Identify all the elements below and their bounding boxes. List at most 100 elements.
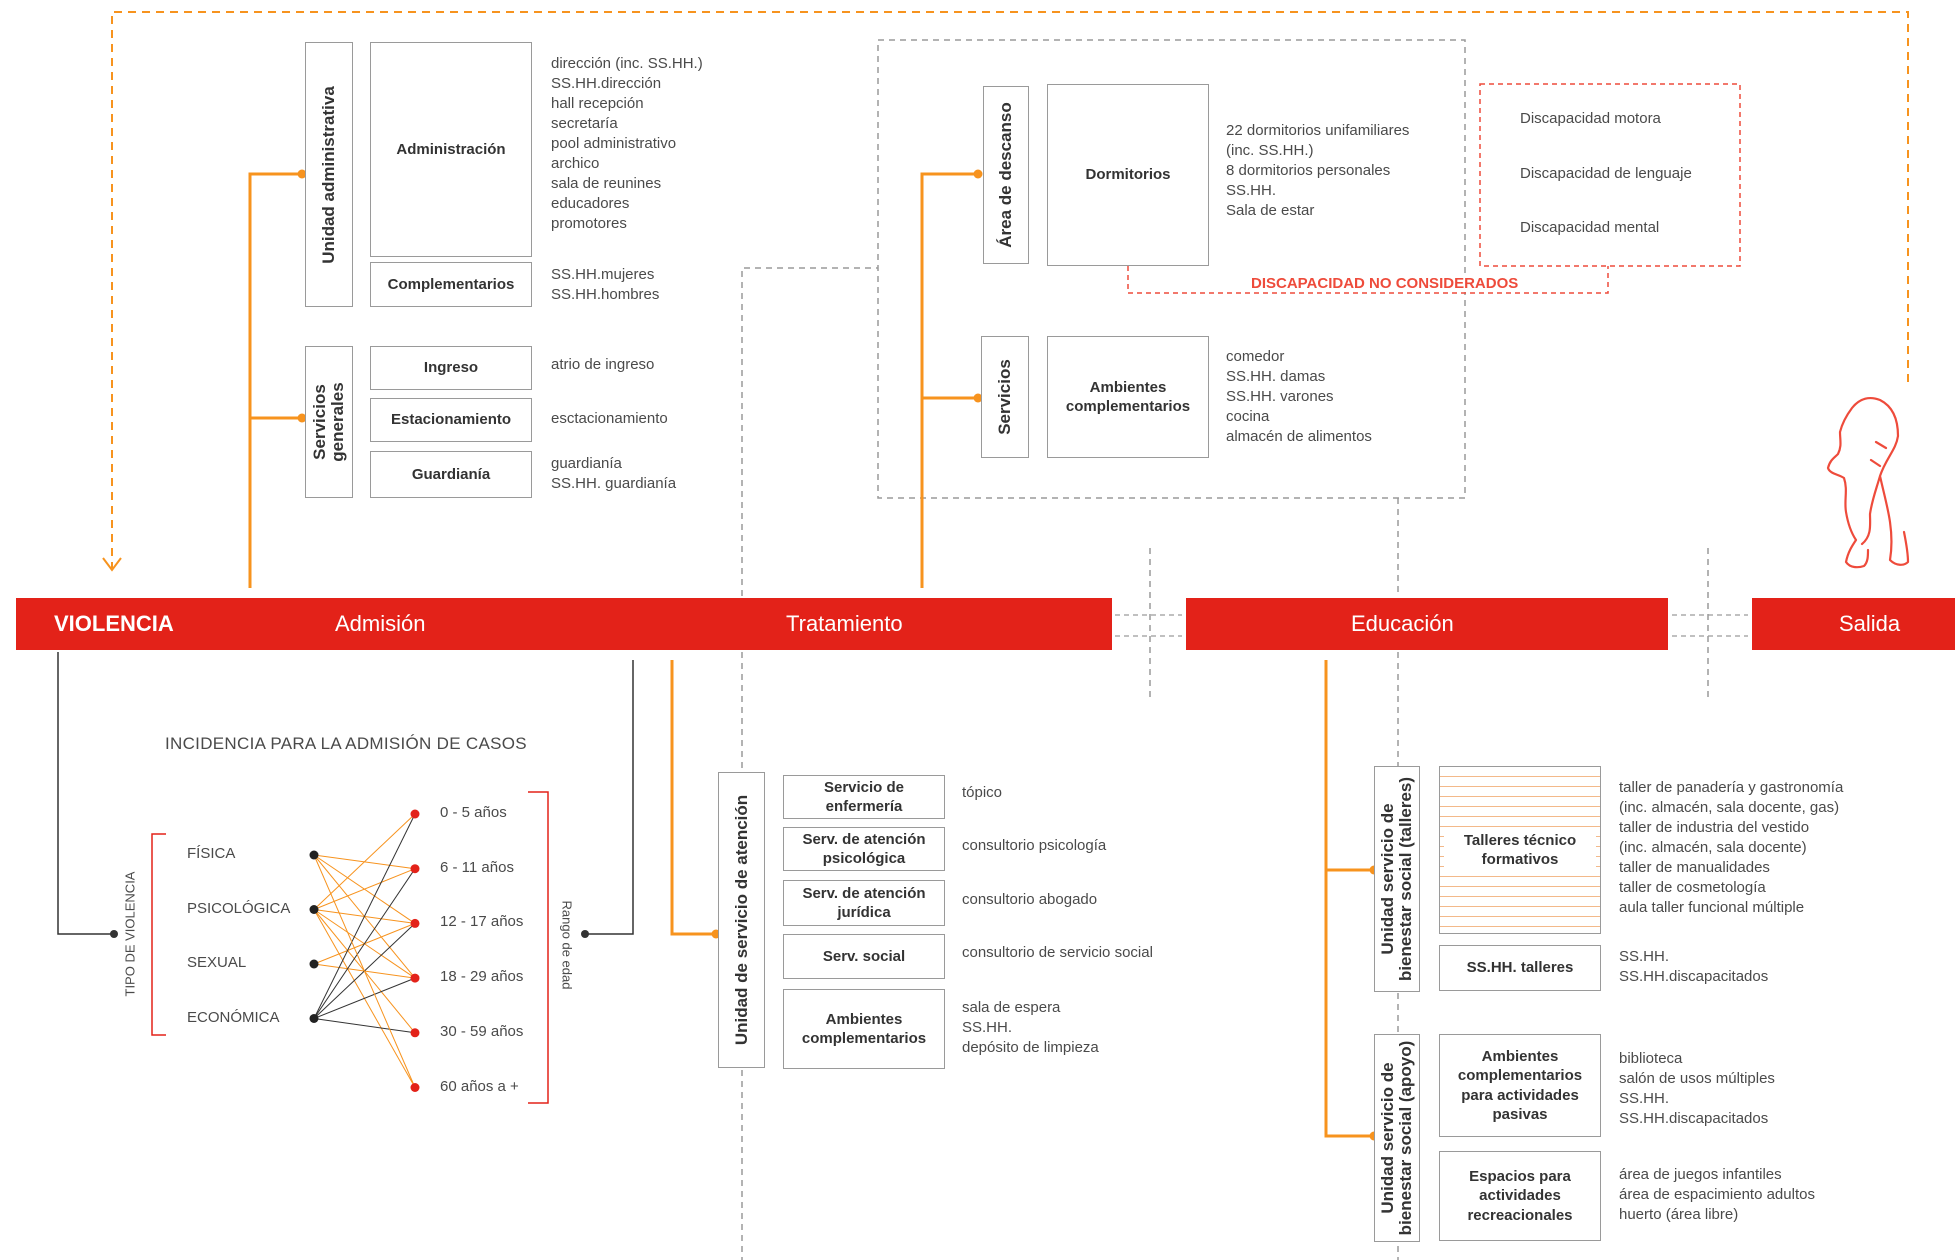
tipo-bracket [151,833,166,1036]
list-item: atrio de ingreso [551,356,655,373]
area-descanso-box: Área de descanso [983,86,1029,264]
list-item: (inc. almacén, sala docente) [1619,839,1807,856]
list-item: SS.HH. [1226,182,1277,199]
orange-tree-admin [248,172,302,588]
list-item: pool administrativo [551,135,677,152]
atencion-ambientes-list: sala de espera SS.HH. depósito de limpie… [962,998,1099,1058]
list-item: taller de cosmetología [1619,879,1766,896]
pasivas-box: Ambientes complementarios para actividad… [1439,1034,1601,1137]
dormitorios-list: 22 dormitorios unifamiliares (inc. SS.HH… [1226,121,1409,221]
discapacidad-motora: Discapacidad motora [1520,110,1661,127]
list-item: taller de panadería y gastronomía [1619,779,1844,796]
list-item: (inc. SS.HH.) [1226,142,1314,159]
servicios-label: Servicios [995,359,1015,435]
tipo-violencia-label: TIPO DE VIOLENCIA [122,871,138,997]
orange-tree-education [1324,660,1374,1138]
flow-bar-right [1752,598,1955,650]
incidence-link [313,868,416,910]
list-item: área de juegos infantiles [1619,1166,1782,1183]
incidence-network [309,809,420,1092]
recreacionales-box: Espacios para actividades recreacionales [1439,1151,1601,1241]
rango-edad-item: 6 - 11 años [440,858,514,876]
tipo-node [309,1014,319,1023]
break-mark [1672,614,1748,637]
ingreso-list: atrio de ingreso [551,355,654,375]
list-item: salón de usos múltiples [1619,1070,1775,1087]
orange-tree-residence [920,172,978,588]
list-item: SS.HH.discapacitados [1619,1110,1769,1127]
incidence-link [313,977,416,1019]
ambientes-complementarios-box: Ambientes complementarios [1047,336,1209,458]
stage-tratamiento: Tratamiento [786,611,903,636]
bienestar-talleres-label: Unidad servicio de bienestar social (tal… [1378,776,1415,982]
tipo-node [309,850,319,860]
enfermeria-box: Servicio de enfermería [783,775,945,819]
tipo-violencia-label: SEXUAL [187,954,247,971]
dormitorios-box: Dormitorios [1047,84,1209,266]
ambientes-list: comedor SS.HH. damas SS.HH. varones coci… [1226,347,1372,447]
unidad-administrativa-label: Unidad administrativa [319,85,339,264]
list-item: dirección (inc. SS.HH.) [551,55,703,72]
rango-node [410,1083,420,1092]
list-item: aula taller funcional múltiple [1619,899,1805,916]
list-item: SS.HH. guardianía [551,475,677,492]
administracion-list: dirección (inc. SS.HH.) SS.HH.dirección … [551,54,703,234]
talleres-list: taller de panadería y gastronomía (inc. … [1619,778,1843,918]
unidad-administrativa-box: Unidad administrativa [305,42,353,307]
list-item: archico [551,155,600,172]
stage-admision: Admisión [335,611,426,636]
flow-bar-left [16,598,1112,650]
rango-node [410,1028,420,1038]
psicologica-item: consultorio psicología [962,837,1107,854]
servicios-generales-box: Servicios generales [305,346,353,498]
list-item: SS.HH.mujeres [551,266,655,283]
tipo-violencia-label: PSICOLÓGICA [187,899,291,917]
psicologica-box: Serv. de atención psicológica [783,827,945,871]
discapacidad-dashed-box [1479,83,1741,267]
pasivas-list: biblioteca salón de usos múltiples SS.HH… [1619,1049,1775,1129]
orange-tree-atencion [670,660,716,936]
stage-violencia: VIOLENCIA [54,611,174,636]
talleres-box: Talleres técnico formativos [1439,766,1601,934]
tipo-node [309,905,319,914]
area-descanso-label: Área de descanso [996,102,1016,248]
list-item: SS.HH. damas [1226,368,1326,385]
bienestar-apoyo-box: Unidad servicio de bienestar social (apo… [1374,1034,1420,1242]
list-item: sala de espera [962,999,1061,1016]
list-item: hall recepción [551,95,644,112]
administracion-box: Administración [370,42,532,257]
list-item: biblioteca [1619,1050,1683,1067]
discapacidad-no-considerados: DISCAPACIDAD NO CONSIDERADOS [1249,275,1521,292]
serv-social-box: Serv. social [783,934,945,979]
complementarios-list: SS.HH.mujeres SS.HH.hombres [551,265,659,305]
tipo-node [309,959,319,969]
tipo-violencia-label: ECONÓMICA [187,1008,280,1026]
list-item: promotores [551,215,627,232]
rango-edad-item: 18 - 29 años [440,968,524,986]
break-mark [1115,614,1182,637]
rango-edad-label: Rango de edad [559,900,575,990]
servicios-box: Servicios [981,336,1029,458]
tipo-violencia-label: FÍSICA [187,845,236,862]
violencia-to-tipo-connector [57,652,114,935]
list-item: guardianía [551,455,622,472]
list-item: sala de reunines [551,175,662,192]
juridica-item: consultorio abogado [962,891,1098,908]
rango-node [410,809,420,819]
serv-social-item: consultorio de servicio social [962,944,1153,961]
list-item: huerto (área libre) [1619,1206,1739,1223]
return-loop-arrowhead [102,557,122,572]
juridica-box: Serv. de atención jurídica [783,880,945,926]
rango-to-admision-connector [585,660,634,935]
no-considerados-dashed-line [1127,266,1609,294]
bienestar-talleres-box: Unidad servicio de bienestar social (tal… [1374,766,1420,992]
return-loop-dashed [111,11,1909,568]
atencion-ambientes-box: Ambientes complementarios [783,989,945,1069]
complementarios-box: Complementarios [370,262,532,307]
list-item: SS.HH. [962,1019,1013,1036]
incidencia-title: INCIDENCIA PARA LA ADMISIÓN DE CASOS [165,734,527,753]
grey-dashed-connector [741,267,878,596]
rango-node [410,973,420,983]
enfermeria-item: tópico [962,784,1003,801]
list-item: SS.HH. [1619,948,1670,965]
